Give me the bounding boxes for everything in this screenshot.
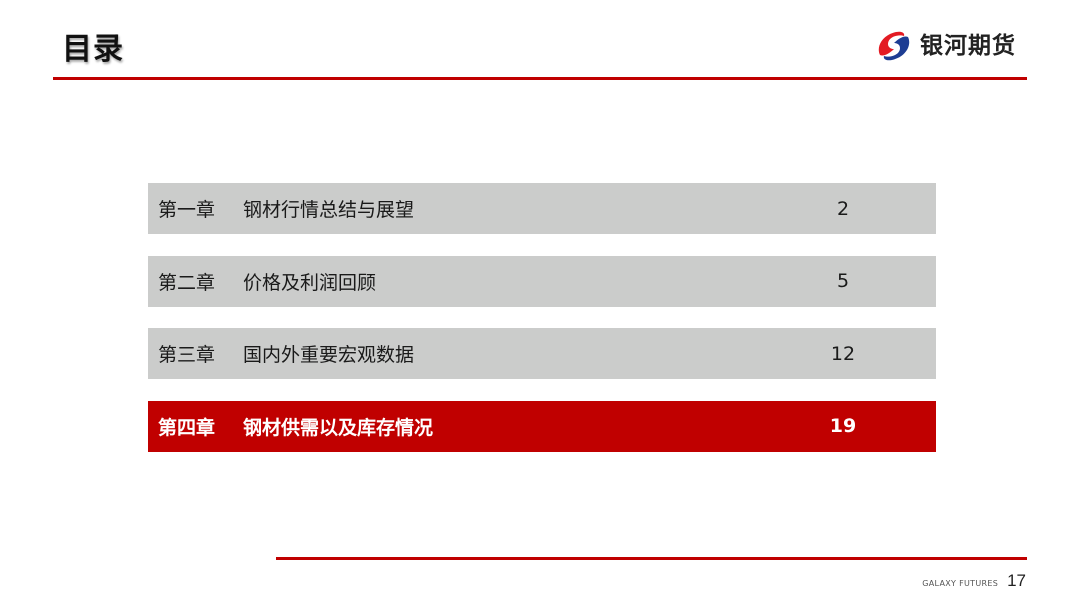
- toc-chapter-label: 第三章: [158, 344, 216, 366]
- toc-chapter-title: 价格及利润回顾: [243, 271, 377, 294]
- toc-page-number: 2: [836, 197, 850, 220]
- galaxy-futures-logo-icon: [876, 31, 912, 61]
- logo-text: 银河期货: [920, 33, 1016, 59]
- header-divider: [53, 77, 1027, 80]
- toc-chapter-label: 第四章: [158, 416, 216, 439]
- toc-page-number: 19: [829, 415, 857, 437]
- toc-page-number: 5: [836, 270, 850, 292]
- page-title: 目录: [62, 32, 124, 67]
- company-logo: 银河期货: [874, 27, 1016, 65]
- toc-chapter-title: 国内外重要宏观数据: [243, 344, 415, 366]
- toc-item-chapter-3[interactable]: 第三章 国内外重要宏观数据 12: [148, 328, 936, 379]
- footer-divider: [276, 557, 1027, 560]
- toc-chapter-label: 第一章: [158, 199, 216, 221]
- toc-item-chapter-1[interactable]: 第一章 钢材行情总结与展望 2: [148, 183, 936, 234]
- toc-chapter-title: 钢材行情总结与展望: [243, 199, 415, 221]
- toc-chapter-label: 第二章: [158, 271, 216, 294]
- table-of-contents: 第一章 钢材行情总结与展望 2 第二章 价格及利润回顾 5 第三章 国内外重要宏…: [148, 183, 936, 473]
- toc-item-chapter-2[interactable]: 第二章 价格及利润回顾 5: [148, 255, 936, 307]
- footer: GALAXY FUTURES 17: [922, 571, 1026, 591]
- toc-page-number: 12: [830, 342, 856, 365]
- footer-brand: GALAXY FUTURES: [922, 579, 999, 588]
- slide-page-number: 17: [1007, 571, 1026, 590]
- toc-chapter-title: 钢材供需以及库存情况: [243, 416, 434, 439]
- toc-item-chapter-4-active[interactable]: 第四章 钢材供需以及库存情况 19: [148, 400, 936, 452]
